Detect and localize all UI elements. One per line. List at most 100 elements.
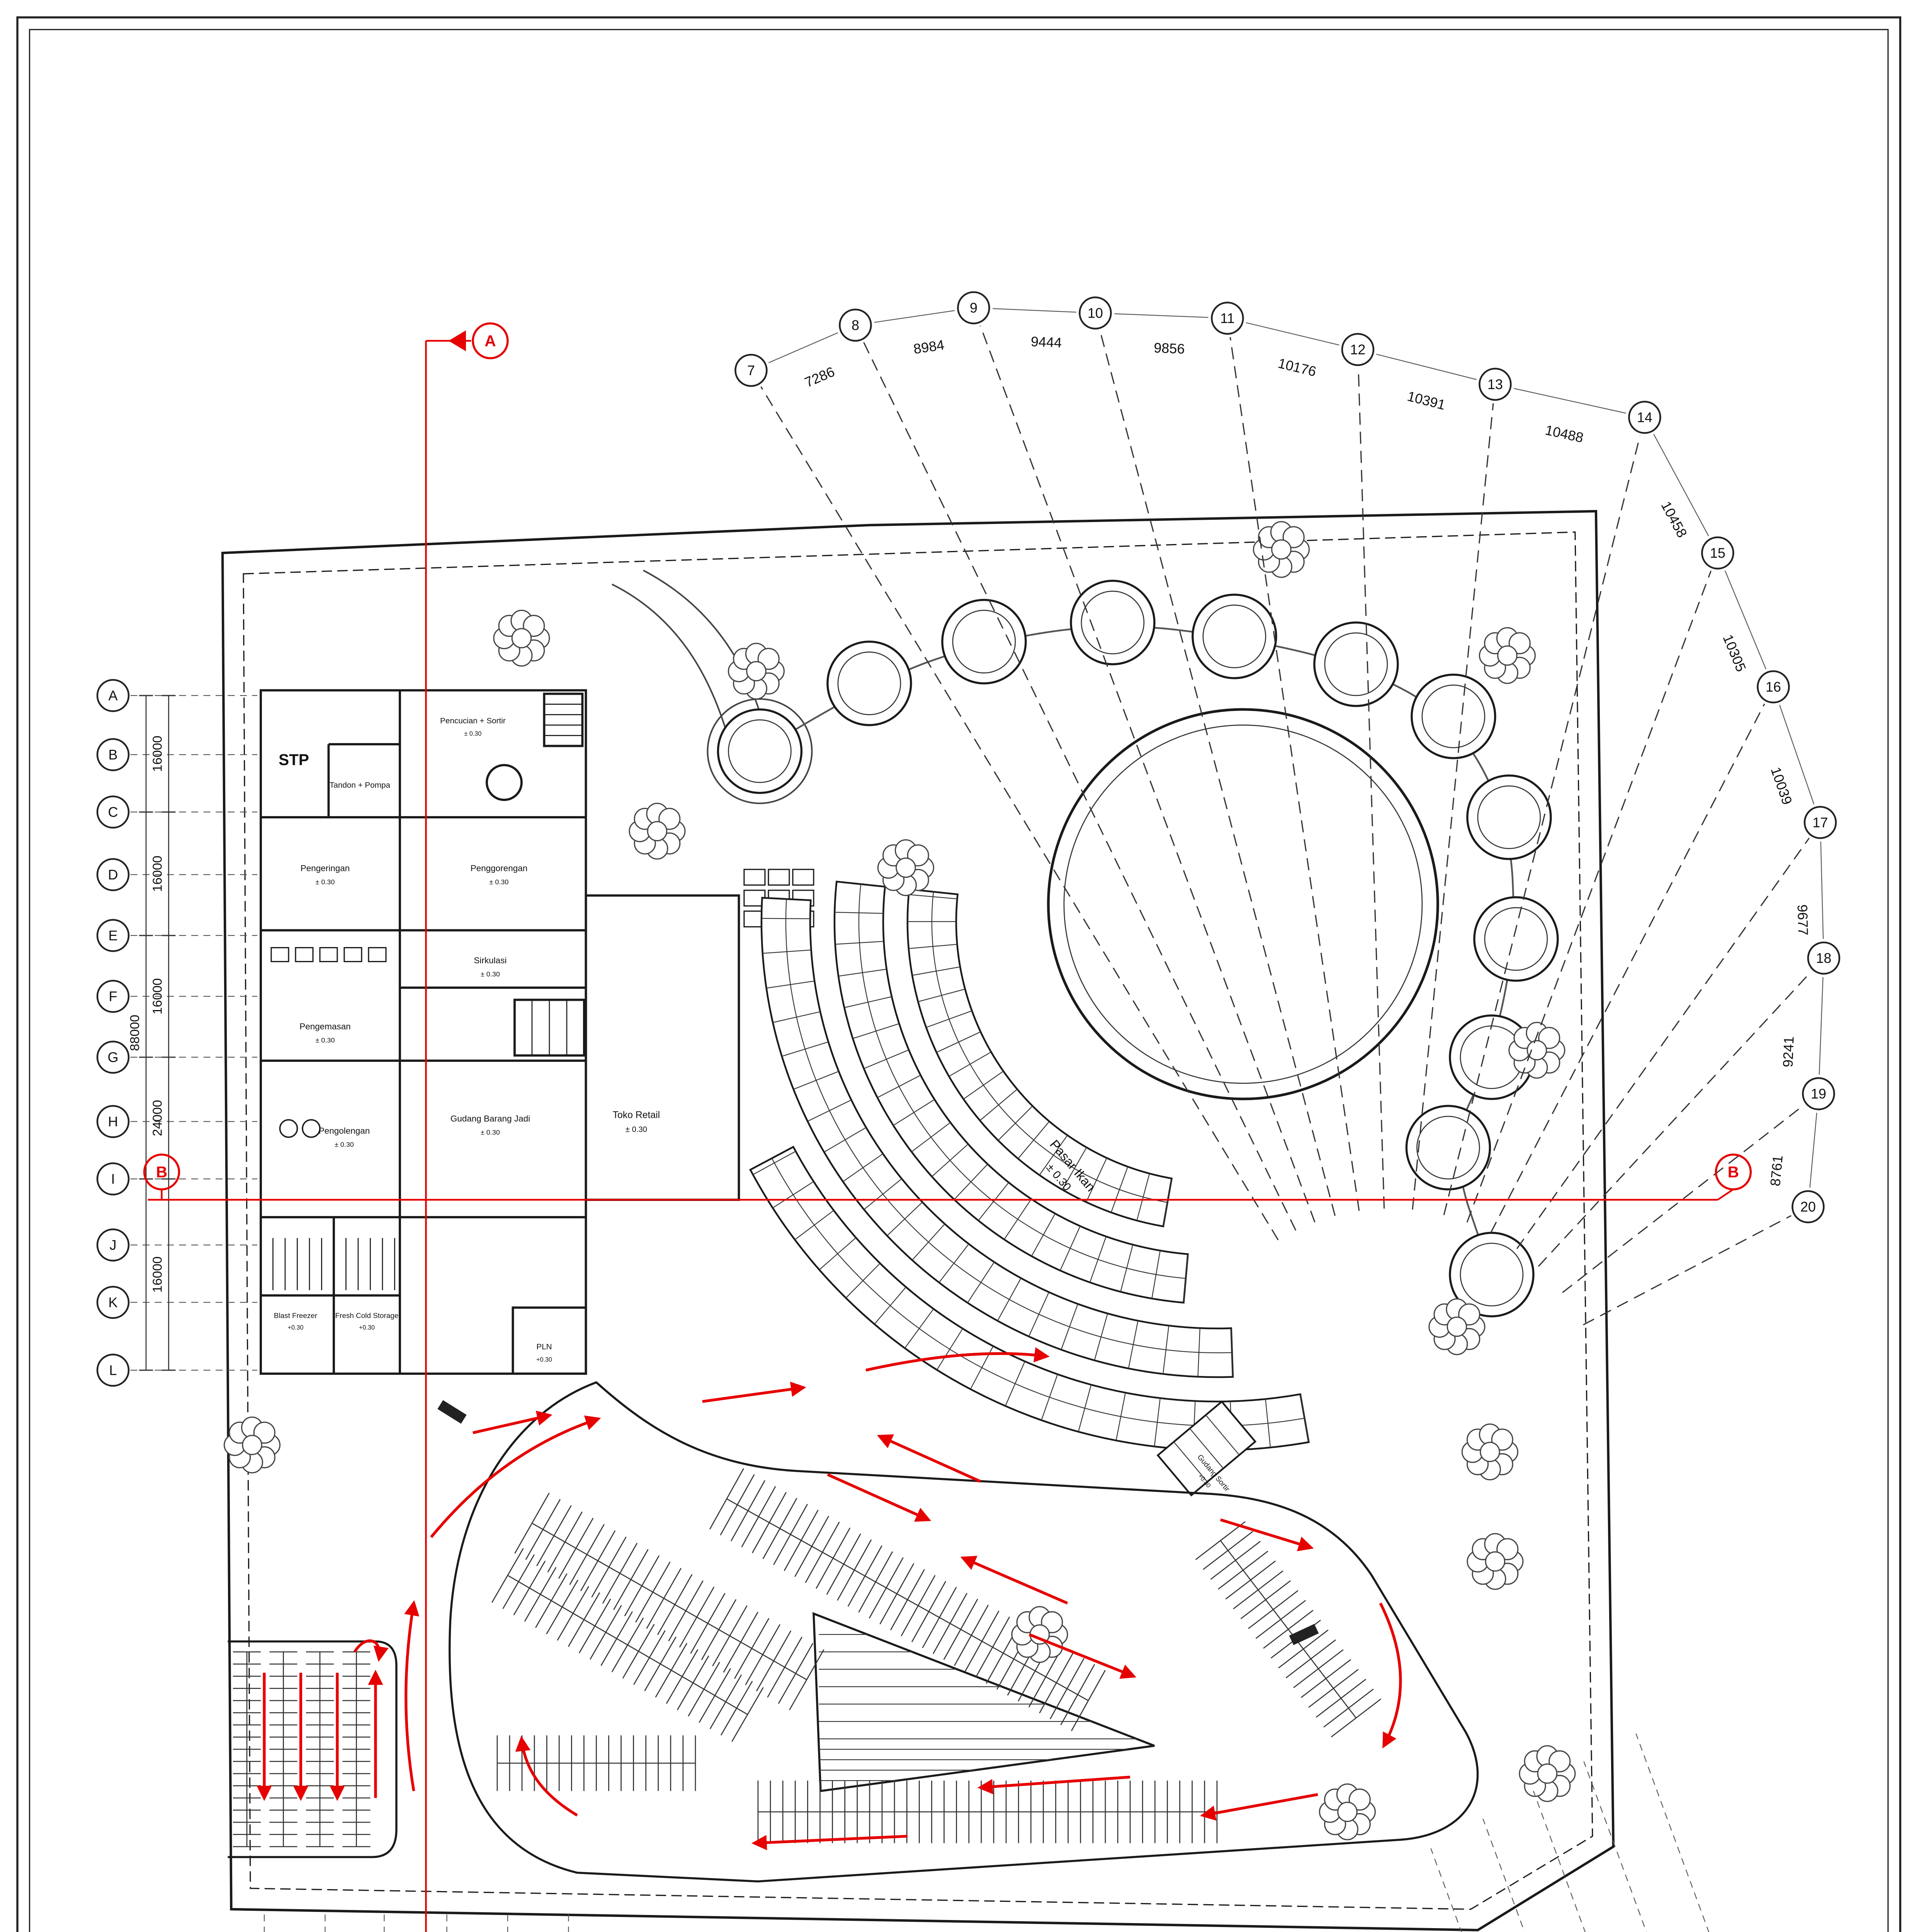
canopy-circle <box>717 708 803 794</box>
room-label: PLN+0.30 <box>536 1342 552 1363</box>
grid-label-left-bubble <box>96 1228 130 1262</box>
landscape-trees <box>223 521 1576 1840</box>
grid-label-radial: 19 <box>1811 1086 1826 1102</box>
parking-roads <box>228 1381 1479 1883</box>
canopy-circle <box>1405 1105 1491 1190</box>
circulation-arrow <box>702 1381 806 1403</box>
section-lines: A A B B <box>143 322 1752 1932</box>
canopy-circle <box>1449 1231 1535 1318</box>
canopy-circle <box>941 599 1027 685</box>
dim-left: 16000 <box>150 736 165 772</box>
circulation-arrow <box>960 1556 1068 1605</box>
grid-label-left: B <box>108 747 117 763</box>
room-elevation: ± 0.30 <box>626 1126 647 1134</box>
canopy-circle <box>826 640 912 726</box>
tree-icon <box>629 803 686 860</box>
grid-label-radial: 17 <box>1812 815 1828 830</box>
grid-label-left-bubble <box>96 1041 130 1074</box>
dim-left: 16000 <box>150 978 165 1015</box>
room-elevation: ± 0.30 <box>481 1128 500 1136</box>
tree-icon <box>1253 521 1310 578</box>
circulation-arrow <box>877 1434 981 1483</box>
tree-icon <box>1319 1783 1376 1840</box>
circulation-arrow <box>404 1600 420 1791</box>
grid-label-radial-bubble <box>957 291 990 325</box>
room-elevation: ± 0.30 <box>316 1036 335 1044</box>
grid-label-radial: 12 <box>1350 342 1365 357</box>
grid-label-left: C <box>108 804 118 820</box>
grid-label-left: I <box>111 1171 115 1187</box>
stair <box>543 692 584 747</box>
tree-icon <box>1508 1022 1565 1079</box>
room-elevation: +0.30 <box>359 1324 375 1331</box>
circulation-arrow <box>865 1347 1050 1372</box>
circulation-arrow <box>1200 1793 1318 1821</box>
circulation-arrow <box>827 1473 931 1522</box>
grid-label-left-bubble <box>96 1286 130 1319</box>
grid-label-radial: 14 <box>1637 410 1652 425</box>
room-name: STP <box>279 751 309 769</box>
tree-icon <box>493 609 550 667</box>
grid-label-left: H <box>108 1114 118 1129</box>
room-label: Gudang Barang Jadi ± 0.30 <box>450 1114 530 1136</box>
sheet-border <box>16 16 1902 1932</box>
room-elevation: ± 0.30 <box>490 878 509 886</box>
canopy-circle <box>1070 580 1156 665</box>
canopy-circle <box>1192 594 1277 679</box>
dim-left: 16000 <box>150 1257 165 1293</box>
room-label: STP <box>279 751 309 769</box>
room-name: Gudang Barang Jadi <box>450 1114 530 1124</box>
dim-left: 24000 <box>150 1100 165 1136</box>
gate-east <box>1289 1624 1319 1645</box>
room-name: Blast Freezer <box>274 1312 317 1320</box>
circulation-arrow <box>430 1415 601 1538</box>
room-name: Pengolengan <box>319 1126 370 1136</box>
grid-label-radial: 20 <box>1800 1199 1816 1215</box>
circulation-arrow <box>1379 1602 1402 1749</box>
grid-label-radial: 16 <box>1766 679 1781 695</box>
grid-label-radial: 13 <box>1487 376 1503 392</box>
room-label: Blast Freezer+0.30 <box>274 1312 317 1331</box>
tree-icon <box>1479 627 1536 684</box>
grid-label-left-bubble <box>96 679 130 712</box>
grid-label-radial: 8 <box>852 317 859 333</box>
room-name: Sirkulasi <box>474 956 507 965</box>
tree-icon <box>1519 1745 1576 1802</box>
grid-label-left: K <box>108 1294 117 1310</box>
grid-label-radial-bubble <box>1701 536 1734 570</box>
grid-label-radial-bubble <box>1628 401 1661 434</box>
grid-label-left-bubble <box>96 795 130 829</box>
tree-icon <box>877 839 935 896</box>
circulation-arrow <box>353 1639 389 1662</box>
grid-label-radial-bubble <box>734 354 768 387</box>
grid-label-radial: 15 <box>1710 545 1725 561</box>
circulation-arrow <box>515 1736 578 1817</box>
grid-label-radial: 9 <box>970 300 977 316</box>
sorting-shed <box>1156 1400 1257 1497</box>
room-elevation: ± 0.30 <box>464 730 482 737</box>
section-marker-a-top: A <box>484 332 496 350</box>
tree-icon <box>1461 1423 1518 1481</box>
circulation-arrow <box>473 1410 552 1434</box>
section-marker-b-left: B <box>156 1163 167 1181</box>
site-boundary <box>221 510 1615 1932</box>
canopy-circle <box>1411 673 1496 759</box>
room-label: Fresh Cold Storage+0.30 <box>335 1312 399 1331</box>
tank <box>486 764 523 801</box>
grid-label-left: E <box>108 928 117 944</box>
dim-radial: 8761 <box>1767 1155 1786 1187</box>
tree-icon <box>1467 1533 1524 1590</box>
room-name: Tandon + Pompa <box>330 781 390 790</box>
radial-grid-lines <box>760 325 1811 1932</box>
circulation-arrows <box>257 1347 1402 1850</box>
site-gates <box>437 1400 1319 1645</box>
room-name: Toko Retail <box>613 1110 660 1121</box>
grid-label-left-bubble <box>96 1162 130 1196</box>
grid-label-left: L <box>109 1362 117 1378</box>
storage-racks <box>272 1238 395 1291</box>
room-label: Pencucian + Sortir± 0.30 <box>440 716 506 737</box>
building <box>260 689 814 1375</box>
grid-label-left-bubble <box>96 738 130 771</box>
dim-radial: 9241 <box>1780 1036 1797 1068</box>
